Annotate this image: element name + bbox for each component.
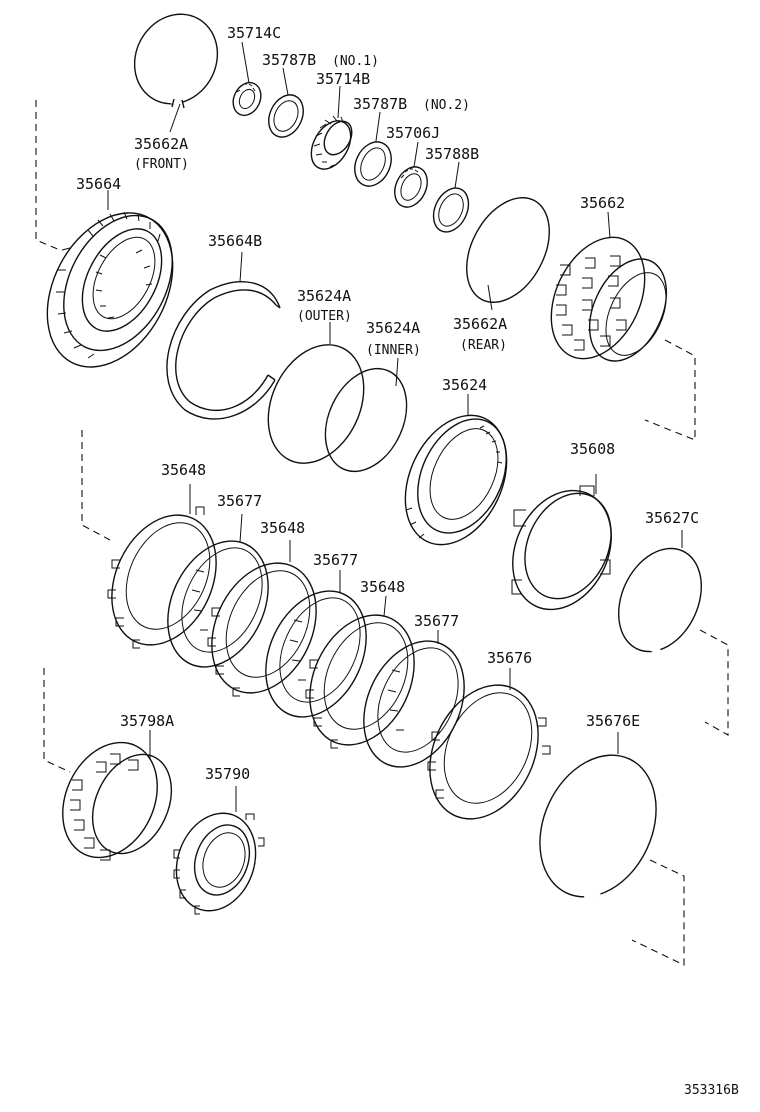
label-35662: 35662 (580, 194, 625, 212)
bearing-35706j[interactable] (389, 141, 434, 212)
snap-ring-35662a-rear[interactable] (450, 184, 566, 317)
plate-35676[interactable] (409, 667, 559, 836)
ring-35624a-inner[interactable] (310, 355, 423, 484)
label-35664: 35664 (76, 175, 121, 193)
label-35624a-outer: 35624A (297, 287, 351, 305)
bearing-35714b[interactable] (303, 85, 358, 176)
label-35662a-front: 35662A (134, 135, 188, 153)
ring-gear-35664[interactable] (22, 100, 198, 389)
ring-35624a-outer[interactable] (250, 322, 382, 479)
label-35706j: 35706J (386, 124, 440, 142)
label-35627c: 35627C (645, 509, 699, 527)
label-35714c: 35714C (227, 24, 281, 42)
label-35648-b: 35648 (260, 519, 305, 537)
piston-35624[interactable] (386, 394, 527, 561)
hub-35798a[interactable] (43, 668, 187, 873)
note-35787b-no1: (NO.1) (332, 54, 379, 69)
label-35608: 35608 (570, 440, 615, 458)
label-35790: 35790 (205, 765, 250, 783)
washer-35788b[interactable] (427, 161, 475, 238)
label-35677-b: 35677 (313, 551, 358, 569)
plate-35648-a[interactable] (92, 484, 236, 662)
plate-35648-c[interactable] (290, 595, 434, 762)
label-35714b: 35714B (316, 70, 370, 88)
part-labels: 35714C 35787B (NO.1) 35714B 35787B (NO.2… (76, 24, 739, 1098)
label-35787b-no2: 35787B (353, 95, 407, 113)
note-35662a-front: (FRONT) (134, 157, 189, 172)
label-35677-a: 35677 (217, 492, 262, 510)
label-35787b-no1: 35787B (262, 51, 316, 69)
label-35662a-rear: 35662A (453, 315, 507, 333)
washer-35787b-no2[interactable] (348, 111, 398, 192)
label-35648-a: 35648 (161, 461, 206, 479)
bearing-35714c[interactable] (228, 41, 266, 120)
note-35624a-outer: (OUTER) (297, 309, 352, 324)
snap-ring-35676e[interactable] (518, 732, 685, 966)
label-35798a: 35798A (120, 712, 174, 730)
gear-35790[interactable] (163, 786, 269, 922)
drawing-number: 353316B (684, 1083, 739, 1098)
drum-35662[interactable] (533, 211, 696, 441)
label-35676e: 35676E (586, 712, 640, 730)
note-35787b-no2: (NO.2) (423, 98, 470, 113)
label-35624a-inner: 35624A (366, 319, 420, 337)
note-35662a-rear: (REAR) (460, 338, 507, 353)
plate-35677-b[interactable] (246, 570, 385, 733)
assembly-line-clutch (81, 430, 111, 541)
note-35624a-inner: (INNER) (366, 343, 421, 358)
label-35677-c: 35677 (414, 612, 459, 630)
label-35676: 35676 (487, 649, 532, 667)
label-35624: 35624 (442, 376, 487, 394)
snap-ring-35627c[interactable] (603, 530, 729, 736)
label-35664b: 35664B (208, 232, 262, 250)
washer-35787b-no1[interactable] (262, 67, 310, 143)
plate-35677-a[interactable] (148, 513, 287, 683)
snap-ring-35662a-front[interactable] (119, 0, 233, 133)
label-35648-c: 35648 (360, 578, 405, 596)
label-35788b: 35788B (425, 145, 479, 163)
plate-35648-b[interactable] (192, 540, 336, 710)
snap-ring-35664b[interactable] (166, 251, 281, 420)
retainer-35608[interactable] (494, 474, 630, 626)
